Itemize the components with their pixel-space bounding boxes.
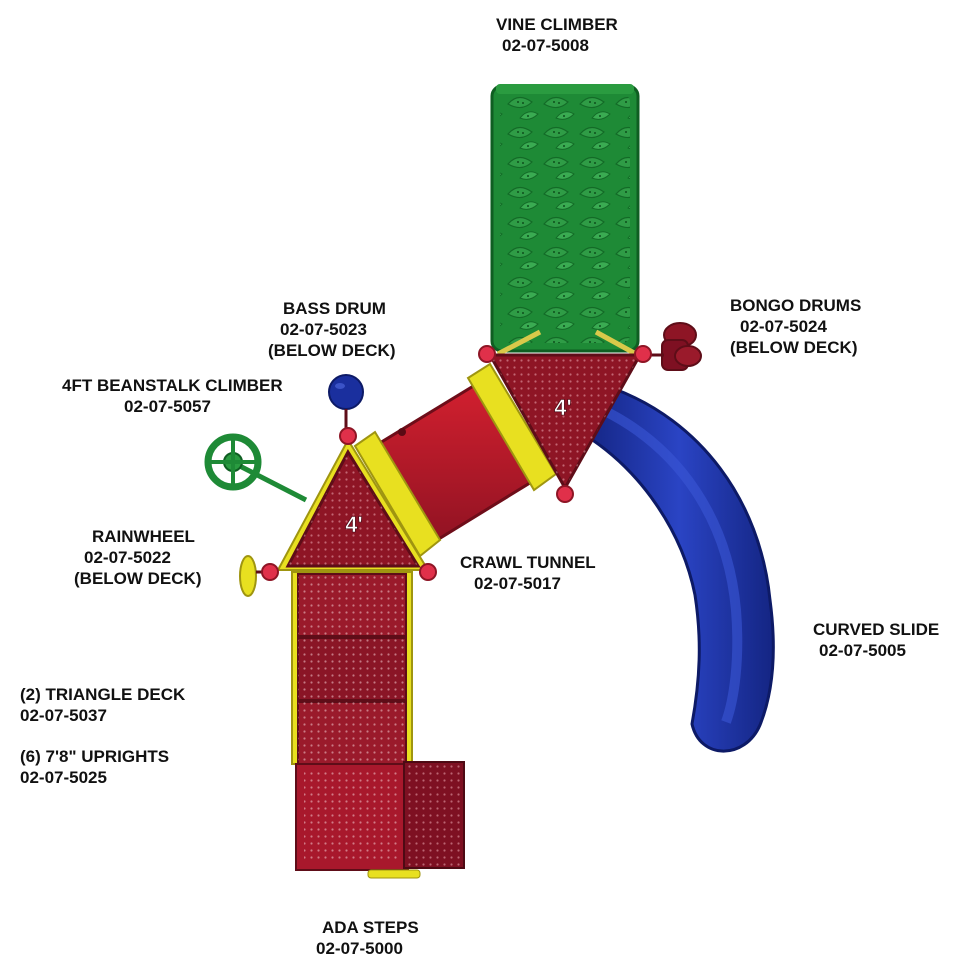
label-rainwheel: RAINWHEEL 02-07-5022 (BELOW DECK) [74, 527, 202, 588]
triangle-deck-upper [487, 353, 643, 492]
label-curved-slide: CURVED SLIDE 02-07-5005 [813, 620, 940, 660]
bass-drum [328, 374, 364, 428]
upright-connector [419, 563, 437, 581]
beanstalk-climber [204, 433, 308, 503]
triangle-deck-lower [276, 437, 430, 571]
uprights [261, 345, 652, 581]
label-ada-steps: ADA STEPS 02-07-5000 [316, 918, 419, 958]
label-beanstalk-climber: 4FT BEANSTALK CLIMBER 02-07-5057 [62, 376, 283, 416]
upright-connector [556, 485, 574, 503]
crawl-tunnel [353, 362, 558, 558]
upright-connector [339, 427, 357, 445]
vine-climber [490, 84, 640, 353]
vine-climber-brace [594, 329, 638, 357]
label-crawl-tunnel: CRAWL TUNNEL 02-07-5017 [460, 553, 596, 593]
label-bass-drum: BASS DRUM 02-07-5023 (BELOW DECK) [268, 299, 396, 360]
curved-slide [582, 386, 775, 753]
label-vine-climber: VINE CLIMBER 02-07-5008 [496, 15, 618, 55]
ada-steps-assembly [291, 571, 465, 879]
upright-connector [634, 345, 652, 363]
deck-size-label: 4' [345, 512, 362, 537]
upright-connector [261, 563, 279, 581]
bongo-drums [648, 322, 702, 371]
label-bongo-drums: BONGO DRUMS 02-07-5024 (BELOW DECK) [730, 296, 862, 357]
label-triangle-deck: (2) TRIANGLE DECK 02-07-5037 [20, 685, 186, 725]
label-uprights: (6) 7'8" UPRIGHTS 02-07-5025 [20, 747, 170, 787]
vine-climber-brace [496, 329, 542, 357]
upright-connector [478, 345, 496, 363]
deck-size-label: 4' [554, 395, 571, 420]
